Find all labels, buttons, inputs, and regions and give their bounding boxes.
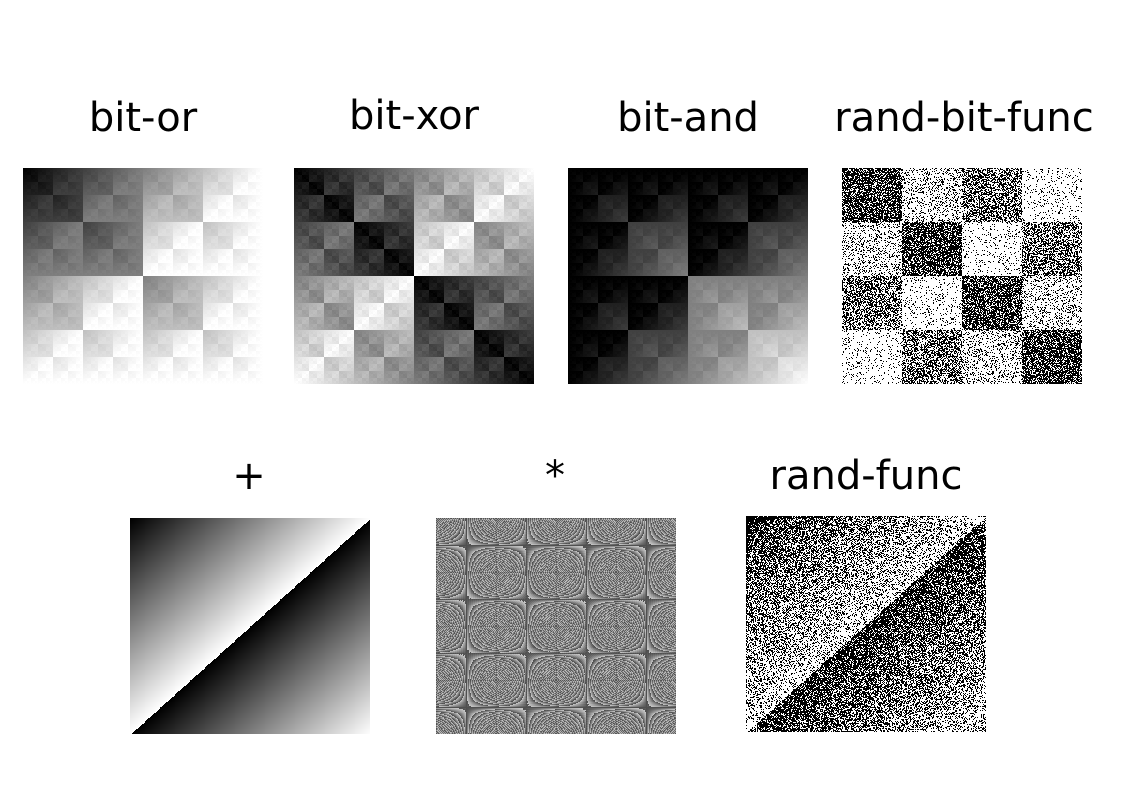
title-bit-or: bit-or — [88, 95, 198, 141]
image-plus — [130, 518, 370, 734]
title-plus: + — [232, 453, 266, 499]
image-rand-func — [746, 516, 986, 732]
title-bit-and: bit-and — [617, 95, 759, 141]
title-times: * — [545, 453, 565, 499]
image-bit-xor — [294, 168, 534, 384]
title-bit-xor: bit-xor — [349, 93, 479, 139]
title-rand-bit-func: rand-bit-func — [834, 95, 1094, 141]
image-times — [436, 518, 676, 734]
image-rand-bit-func — [842, 168, 1082, 384]
title-rand-func: rand-func — [769, 453, 963, 499]
image-bit-or — [23, 168, 263, 384]
image-bit-and — [568, 168, 808, 384]
